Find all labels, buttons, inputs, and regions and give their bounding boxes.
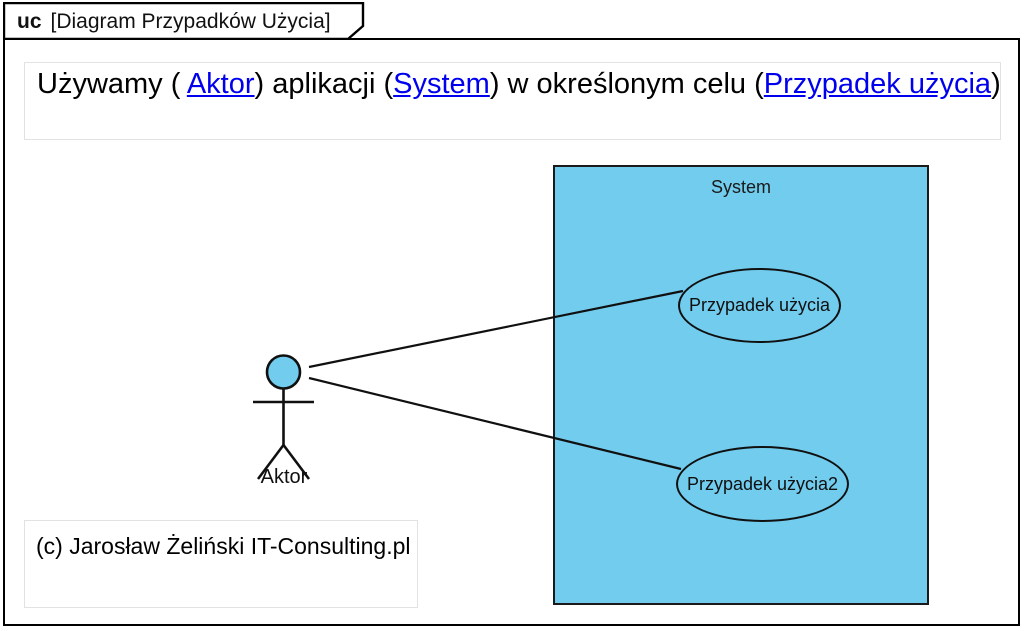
diagram-title-tab: uc [Diagram Przypadków Użycia] — [3, 2, 375, 40]
actor-leg-right — [282, 444, 311, 480]
use-case-label: Przypadek użycia — [688, 295, 831, 315]
title-tab-shape — [3, 2, 365, 40]
system-boundary[interactable]: System — [553, 165, 929, 605]
diagram-name-label: [Diagram Przypadków Użycia] — [50, 10, 331, 33]
use-case-label: Przypadek użycia2 — [686, 473, 839, 494]
note-link-przypadek-uzycia[interactable]: Przypadek użycia — [763, 68, 992, 100]
note-link-aktor[interactable]: Aktor — [186, 68, 255, 100]
diagram-frame: Używamy ( Aktor) aplikacji (System) w ok… — [3, 38, 1020, 626]
system-boundary-label: System — [710, 177, 771, 197]
note-segment-1: Używamy ( — [37, 68, 187, 100]
note-segment-3: ) w określonym celu ( — [489, 68, 764, 100]
actor-aktor[interactable]: Aktor — [235, 350, 365, 500]
actor-label: Aktor — [260, 466, 308, 488]
actor-head-icon — [265, 354, 302, 390]
diagram-kind-label: uc — [17, 10, 42, 33]
credit-text: (c) Jarosław Żeliński IT-Consulting.pl — [36, 533, 411, 559]
use-case-przypadek-uzycia2[interactable]: Przypadek użycia2 — [676, 446, 849, 522]
credit-note: (c) Jarosław Żeliński IT-Consulting.pl — [24, 520, 418, 608]
note-segment-4: ) — [991, 68, 1001, 100]
use-case-przypadek-uzycia[interactable]: Przypadek użycia — [678, 268, 841, 343]
note-segment-2: ) aplikacji ( — [254, 68, 394, 100]
actor-leg-left — [256, 444, 285, 480]
description-note: Używamy ( Aktor) aplikacji (System) w ok… — [24, 62, 1001, 140]
actor-stick-figure — [253, 354, 314, 480]
description-note-text: Używamy ( Aktor) aplikacji (System) w ok… — [37, 68, 1001, 101]
diagram-title: uc [Diagram Przypadków Użycia] — [17, 7, 357, 37]
note-link-system[interactable]: System — [393, 68, 490, 100]
